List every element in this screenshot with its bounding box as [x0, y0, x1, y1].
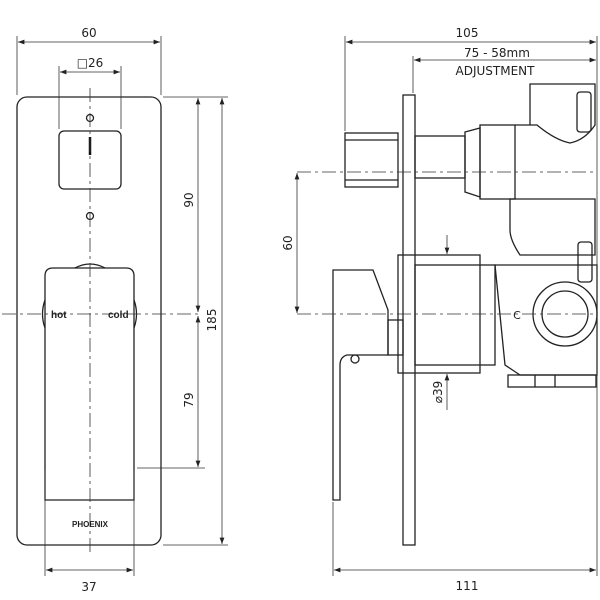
- front-view: 60 □26 37 90 79 185 hot cold PHOENIX: [2, 26, 228, 594]
- adjustment-label: ADJUSTMENT: [456, 64, 536, 78]
- diverter-stub: [344, 132, 399, 188]
- port-mark-c: C: [513, 309, 521, 322]
- dim-79: 79: [182, 392, 196, 407]
- side-view: 105 75 - 58mm ADJUSTMENT 111 60 ⌀39 C: [281, 26, 598, 593]
- mixer-handle: [44, 267, 135, 501]
- side-lever: [332, 269, 389, 501]
- dim-60-spacing: 60: [281, 235, 295, 250]
- dim-185: 185: [205, 309, 219, 332]
- label-cold: cold: [108, 310, 129, 321]
- dim-90: 90: [182, 192, 196, 207]
- side-plate: [402, 94, 416, 546]
- brand-logo: PHOENIX: [72, 520, 109, 529]
- dim-diameter-39: ⌀39: [431, 381, 445, 404]
- dim-105: 105: [456, 26, 479, 40]
- cover-plate: [16, 96, 162, 546]
- label-hot: hot: [51, 310, 67, 321]
- dim-handle-37: 37: [81, 580, 96, 594]
- dim-adjustment-range: 75 - 58mm: [464, 46, 530, 60]
- dim-knob-26: □26: [77, 56, 104, 70]
- dim-111: 111: [456, 579, 479, 593]
- dim-width-60: 60: [81, 26, 96, 40]
